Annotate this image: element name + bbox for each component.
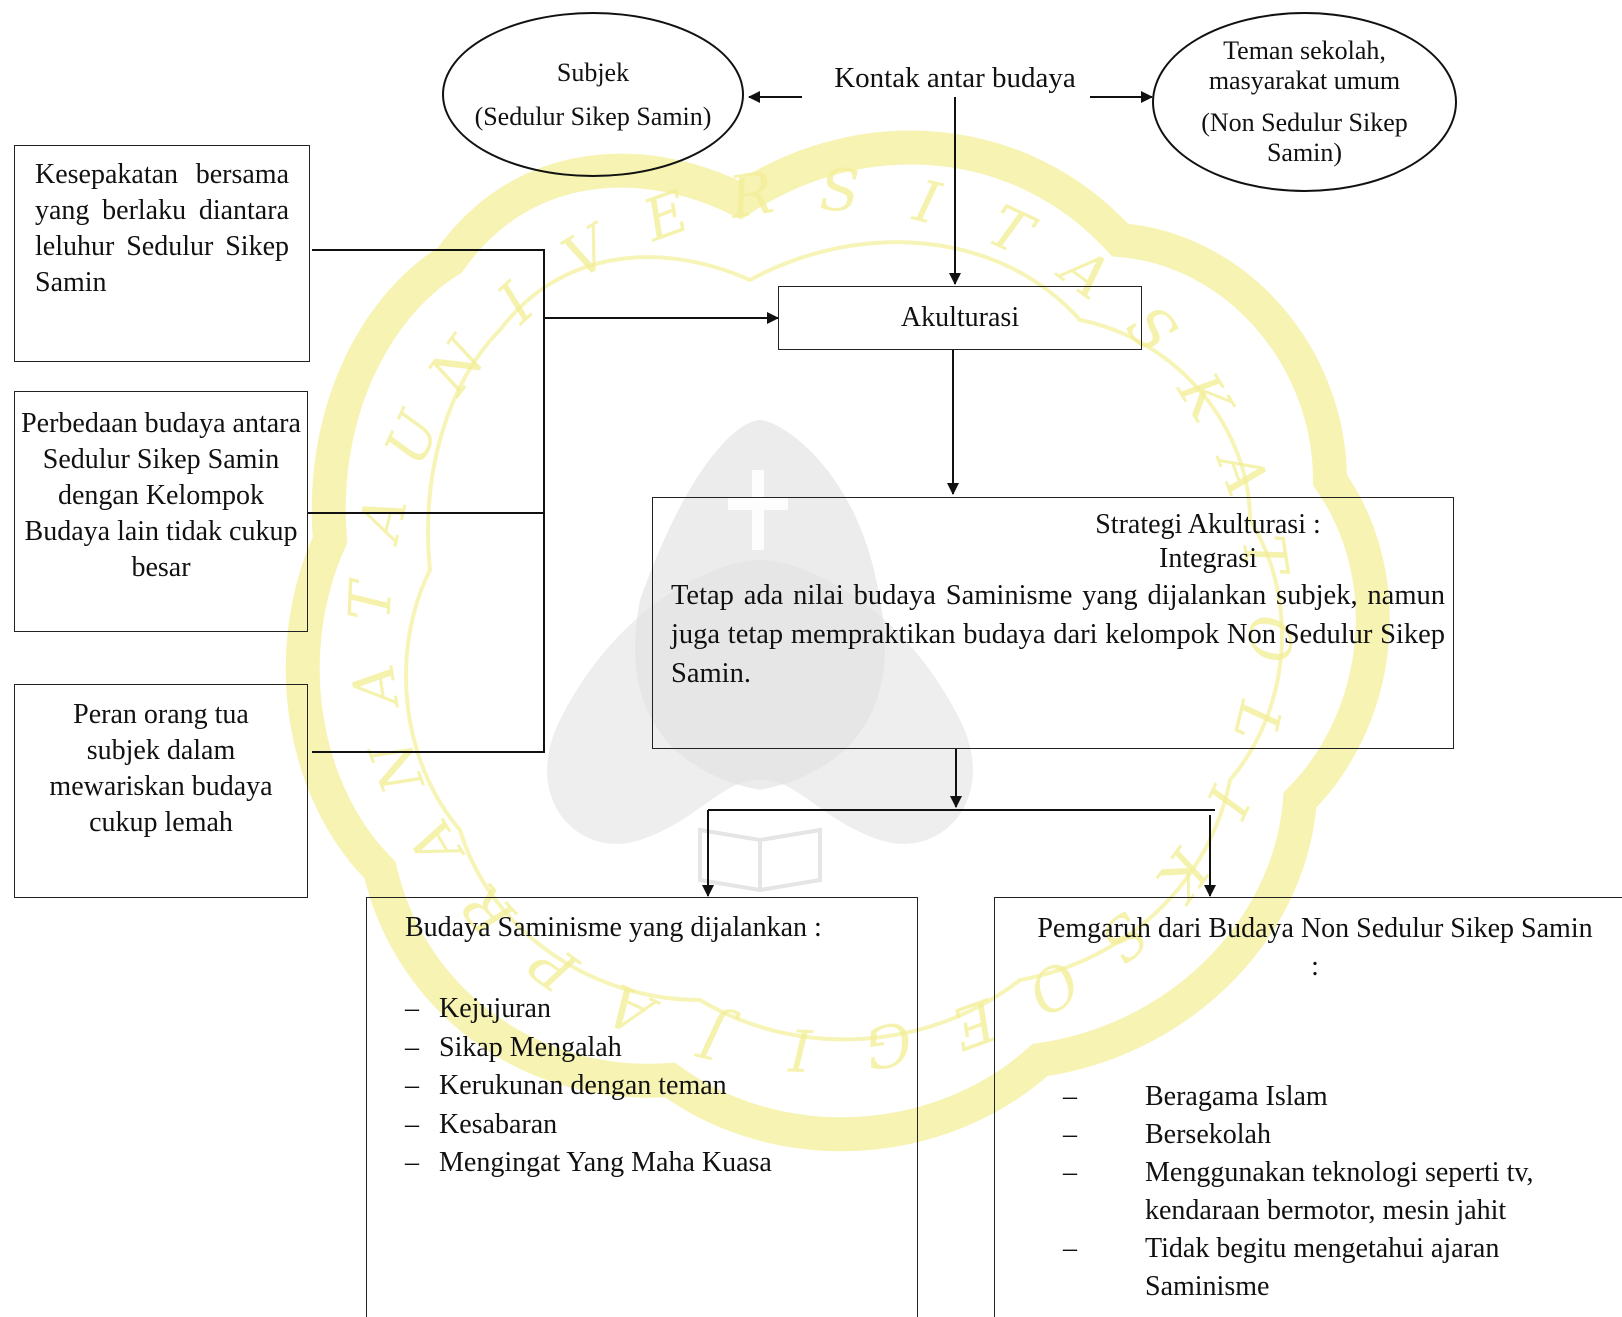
seal-letter: V (551, 210, 626, 293)
dash-mark: – (405, 1108, 419, 1140)
dash-mark: – (405, 993, 419, 1024)
non-samin-line4: Samin) (1266, 138, 1343, 167)
samin-culture-item: –Kejujuran (405, 990, 897, 1029)
samin-culture-title: Budaya Saminisme yang dijalankan : (405, 912, 822, 943)
seal-letter: A (1202, 437, 1282, 504)
seal-letter: N (413, 323, 500, 408)
non-samin-influence-title: Pemgaruh dari Budaya Non Sedulur Sikep S… (1037, 913, 1593, 982)
seal-letter: G (860, 1008, 916, 1082)
acculturation-box: Akulturasi (778, 286, 1142, 350)
seal-letter: I (907, 166, 947, 238)
non-samin-line2: masyarakat umum (1208, 66, 1401, 95)
non-samin-ellipse: Teman sekolah, masyarakat umum (Non Sedu… (1152, 12, 1457, 192)
non-samin-influence-item: – Menggunakan teknologi seperti tv, kenda… (1063, 1154, 1563, 1230)
factor-difference-box: Perbedaan budaya antara Sedulur Sikep Sa… (14, 391, 308, 632)
non-samin-influence-box: Pemgaruh dari Budaya Non Sedulur Sikep S… (994, 897, 1622, 1317)
dash-mark: – (1063, 1157, 1077, 1188)
factor-parents-box: Peran orang tua subjek dalam mewariskan … (14, 684, 308, 898)
non-samin-influence-item-text: Menggunakan teknologi seperti tv, kendar… (1145, 1157, 1534, 1226)
samin-culture-item-text: Mengingat Yang Maha Kuasa (439, 1147, 772, 1178)
samin-culture-item-text: Kerukunan dengan teman (439, 1070, 727, 1101)
dash-mark: – (405, 1031, 419, 1063)
dash-mark: – (1063, 1233, 1077, 1264)
non-samin-influence-item: – Bersekolah (1063, 1116, 1563, 1154)
seal-letter: N (356, 729, 439, 804)
samin-culture-item-text: Kesabaran (439, 1108, 558, 1140)
seal-outline (285, 130, 1390, 1152)
seal-letter: A (395, 808, 477, 883)
samin-culture-item: –Sikap Mengalah (405, 1029, 897, 1068)
dash-mark: – (405, 1070, 419, 1101)
non-samin-influence-item-text: Tidak begitu mengetahui ajaran Saminisme (1145, 1233, 1500, 1302)
strategy-title: Strategi Akulturasi : (1095, 509, 1321, 540)
factor-agreement-text: Kesepakatan bersama yang berlaku diantar… (35, 159, 289, 298)
acculturation-text: Akulturasi (900, 302, 1020, 333)
seal-letter: U (371, 400, 454, 475)
samin-culture-item-text: Sikap Mengalah (439, 1031, 622, 1063)
non-samin-influence-item: – Tidak begitu mengetahui ajaran Saminism… (1063, 1230, 1563, 1306)
seal-letter: T (336, 576, 406, 622)
seal-letter: A (338, 660, 412, 717)
subject-subtitle: (Sedulur Sikep Samin) (474, 101, 712, 131)
factor-parents-text: Peran orang tua subjek dalam mewariskan … (49, 699, 273, 838)
seal-letter: S (818, 156, 861, 226)
non-samin-influence-item-text: Beragama Islam (1145, 1081, 1328, 1112)
samin-culture-list: –Kejujuran –Sikap Mengalah –Kerukunan de… (405, 990, 897, 1183)
contact-label: Kontak antar budaya (834, 62, 1076, 94)
strategy-subtitle: Integrasi (1159, 543, 1257, 574)
samin-culture-item-text: Kejujuran (439, 993, 551, 1024)
dash-mark: – (1063, 1119, 1077, 1150)
connectors (308, 91, 1216, 897)
non-samin-line1: Teman sekolah, (1223, 36, 1386, 65)
seal-inner-ring (404, 240, 1284, 1042)
dash-mark: – (405, 1147, 419, 1178)
seal-cross-icon (728, 470, 788, 550)
samin-culture-item: –Kesabaran (405, 1106, 897, 1145)
seal-letter: O (1235, 614, 1305, 664)
non-samin-line3: (Non Sedulur Sikep (1201, 108, 1408, 137)
non-samin-influence-list: – Beragama Islam – Bersekolah – Menggunakan… (1035, 1078, 1563, 1306)
non-samin-influence-item: – Beragama Islam (1063, 1078, 1563, 1116)
subject-title: Subjek (556, 57, 630, 87)
samin-culture-item: –Kerukunan dengan teman (405, 1067, 897, 1106)
factor-agreement-box: Kesepakatan bersama yang berlaku diantar… (14, 145, 310, 362)
samin-culture-item: –Mengingat Yang Maha Kuasa (405, 1144, 897, 1183)
subject-ellipse: Subjek (Sedulur Sikep Samin) (442, 12, 744, 177)
seal-book-icon (698, 827, 822, 893)
factor-bracket-line (312, 249, 545, 753)
strategy-box: Strategi Akulturasi : Integrasi Tetap ad… (652, 497, 1454, 749)
samin-culture-box: Budaya Saminisme yang dijalankan : –Keju… (366, 897, 918, 1317)
factor-difference-text: Perbedaan budaya antara Sedulur Sikep Sa… (21, 408, 301, 583)
strategy-description: Tetap ada nilai budaya Saminisme yang di… (671, 580, 1445, 689)
non-samin-influence-item-text: Bersekolah (1145, 1119, 1271, 1150)
seal-letter: K (1164, 360, 1247, 436)
seal-letter: A (344, 489, 421, 551)
seal-letter: I (786, 1015, 814, 1084)
seal-trefoil (547, 560, 973, 844)
dash-mark: – (1063, 1081, 1077, 1112)
seal-letter: R (724, 158, 778, 232)
seal-letter: I (484, 269, 548, 336)
